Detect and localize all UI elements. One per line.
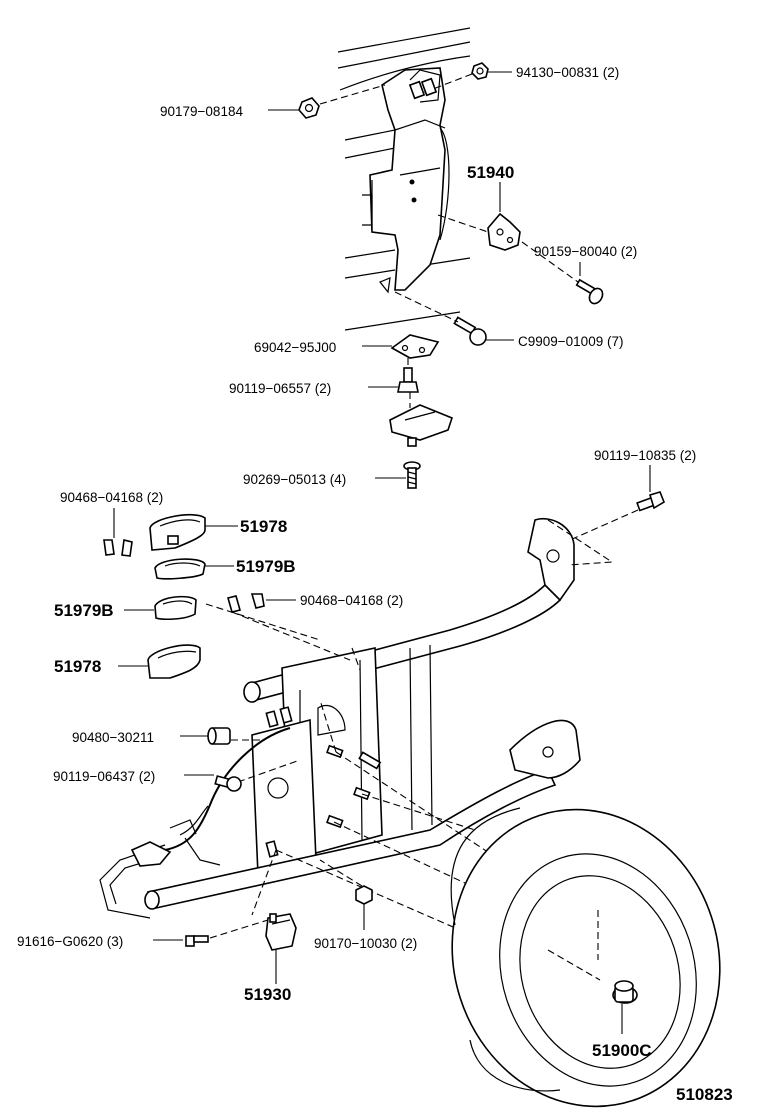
callout-c13: 51979B (54, 601, 114, 620)
vehicle-body-outline (337, 27, 471, 331)
callout-c20: 51930 (244, 985, 291, 1004)
clip-90468-04168-upper (103, 539, 133, 557)
spacer-51979b-lower (154, 595, 197, 620)
callout-c19: 90170−10030 (2) (314, 936, 417, 951)
bracket-studs (408, 77, 438, 100)
callout-c3: 51940 (467, 163, 514, 182)
nut-90480-30211 (207, 727, 231, 745)
bolt-90119-06557 (397, 367, 419, 393)
clip-90468-04168-lower (227, 593, 265, 613)
callout-c2: 90179−08184 (160, 104, 243, 119)
bolt-90119-10835 (636, 491, 665, 512)
callout-c17: 90119−06437 (2) (53, 769, 155, 784)
bolt-91616-g0620 (185, 935, 209, 947)
plate-69042-95j00 (390, 334, 440, 359)
callout-c5: 69042−95J00 (254, 340, 336, 355)
callout-c21: 51900C (592, 1041, 652, 1060)
callout-c14: 90468−04168 (2) (300, 593, 403, 608)
spacer-51979b-upper (154, 558, 206, 580)
nut-90179-08184 (298, 97, 320, 119)
bolt-90159-80040 (575, 278, 604, 305)
bolt-90119-06437 (214, 775, 242, 792)
spare-carrier-hanger-bracket (362, 67, 450, 294)
callout-c11: 51978 (240, 517, 287, 536)
callout-c9: 90119−10835 (2) (594, 448, 696, 463)
clip-bracket (389, 404, 453, 447)
callout-c7: 90119−06557 (2) (229, 381, 331, 396)
nut-90170-10030 (355, 885, 373, 905)
callout-c4: 90159−80040 (2) (534, 244, 637, 259)
callout-c6: C9909−01009 (7) (518, 334, 623, 349)
spare-tire-carrier-frame (99, 518, 614, 919)
cushion-51978-upper (149, 514, 206, 551)
callout-c15: 51978 (54, 657, 101, 676)
diagram-id: 510823 (676, 1085, 733, 1104)
nut-51900c (612, 980, 638, 1004)
lock-51930 (265, 913, 297, 951)
callout-c10: 90468−04168 (2) (60, 490, 163, 505)
spare-tire (450, 807, 721, 1108)
callout-c8: 90269−05013 (4) (243, 472, 346, 487)
bracket-51940 (487, 212, 521, 251)
cushion-51978-lower (147, 644, 201, 679)
screw-90269-05013 (403, 461, 421, 489)
callout-c1: 94130−00831 (2) (516, 65, 619, 80)
callout-c12: 51979B (236, 557, 296, 576)
bolt-c9909-01009 (453, 316, 487, 346)
nut-94130-00831 (471, 62, 489, 80)
callout-c18: 91616−G0620 (3) (17, 934, 123, 949)
callout-c16: 90480−30211 (72, 730, 154, 745)
